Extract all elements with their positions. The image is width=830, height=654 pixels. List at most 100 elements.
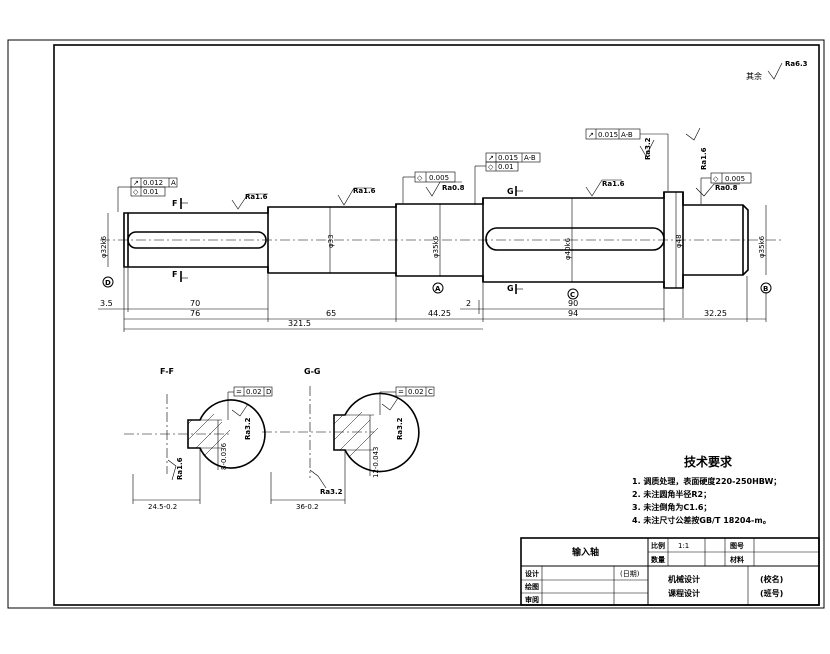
svg-text:设计: 设计: [525, 569, 539, 578]
svg-text:比例: 比例: [651, 541, 665, 550]
svg-text:↗: ↗: [133, 179, 139, 187]
tol-t4-value: 0.015: [498, 154, 518, 162]
svg-text:↗: ↗: [588, 131, 594, 139]
roughness-r11: Ra3.2: [320, 488, 343, 496]
dim-94: 94: [568, 309, 578, 318]
svg-text:课程设计: 课程设计: [668, 588, 700, 598]
section-mark-f-top: F: [172, 199, 177, 208]
svg-text:◇: ◇: [417, 174, 423, 182]
drawing-frame: [53, 44, 820, 606]
svg-text:◇: ◇: [133, 188, 139, 196]
svg-text:绘图: 绘图: [525, 582, 539, 591]
svg-text:D: D: [266, 388, 271, 396]
svg-text:(班号): (班号): [760, 588, 783, 598]
dim-32-25: 32.25: [704, 309, 727, 318]
svg-text:材料: 材料: [729, 555, 744, 564]
roughness-r6: Ra1.6: [700, 147, 708, 170]
svg-text:◇: ◇: [488, 163, 494, 171]
requirement-2: 2. 未注圆角半径R2；: [632, 489, 711, 500]
dia-mid: φ33: [327, 234, 335, 248]
roughness-r2: Ra1.6: [353, 187, 376, 195]
dia-bearing-left: φ35k6: [432, 235, 440, 258]
diameter-labels: φ32k6 φ33 φ35k6 φ40k6 φ48 φ35k6: [100, 192, 767, 288]
dim-total: 321.5: [288, 319, 311, 328]
requirements-title: 技术要求: [684, 454, 733, 469]
dia-end-right: φ35k6: [758, 235, 766, 258]
datum-a: A: [435, 285, 441, 293]
roughness-r3: Ra0.8: [442, 184, 465, 192]
roughness-symbols: Ra1.6 Ra1.6 Ra0.8 Ra1.6 Ra3.2 Ra1.6 Ra0.…: [231, 127, 740, 210]
svg-text:数量: 数量: [651, 555, 665, 564]
tol-t3-value: 0.005: [429, 174, 449, 182]
section-gg-title: G-G: [304, 367, 320, 376]
svg-text:A: A: [171, 179, 176, 187]
svg-text:◇: ◇: [713, 175, 719, 183]
svg-text:C: C: [428, 388, 433, 396]
title-scale-value: 1:1: [678, 542, 689, 550]
tol-t7-value: 0.005: [725, 175, 745, 183]
svg-text:A-B: A-B: [524, 154, 536, 162]
roughness-r8: Ra3.2: [244, 417, 252, 440]
svg-text:图号: 图号: [730, 541, 744, 550]
dim-70: 70: [190, 299, 200, 308]
dim-90: 90: [568, 299, 578, 308]
tol-t9-value: 0.02: [408, 388, 424, 396]
section-ff-width: 24.5-0.2: [148, 503, 177, 511]
dim-44-25: 44.25: [428, 309, 451, 318]
general-finish-prefix: 其余: [746, 71, 762, 81]
svg-text:=: =: [236, 388, 242, 396]
general-finish: 其余 Ra6.3: [746, 60, 808, 81]
svg-text:(校名): (校名): [760, 574, 783, 584]
roughness-r9: Ra1.6: [176, 457, 184, 480]
tolerance-frames: ↗ 0.012 A ◇ 0.01 ◇ 0.005 ↗ 0.015 A-B ◇ 0…: [117, 128, 752, 212]
general-finish-ra: Ra6.3: [785, 60, 808, 68]
dim-76: 76: [190, 309, 200, 318]
roughness-r10: Ra3.2: [396, 417, 404, 440]
keyway-left: [127, 231, 267, 249]
datum-b: B: [763, 285, 768, 293]
section-gg-width: 36-0.2: [296, 503, 319, 511]
dim-65: 65: [326, 309, 336, 318]
section-mark-g-top: G: [507, 187, 514, 196]
shaft-main-view: [100, 191, 782, 289]
dia-shoulder: φ48: [675, 234, 683, 248]
title-part-name: 输入轴: [572, 546, 599, 558]
section-gg-depth: 12-0.043: [372, 447, 380, 478]
tol-t5-value: 0.01: [498, 163, 514, 171]
section-ff-depth: 8-0.036: [220, 442, 228, 470]
dim-2: 2: [466, 299, 471, 308]
svg-text:审阅: 审阅: [525, 595, 539, 604]
svg-text:(日期): (日期): [620, 570, 640, 578]
dim-3-5: 3.5: [100, 299, 113, 308]
section-marks: F F G G: [172, 186, 523, 294]
requirement-1: 1. 调质处理，表面硬度220-250HBW；: [632, 476, 781, 487]
section-mark-g-bottom: G: [507, 284, 514, 293]
dia-gear: φ40k6: [564, 237, 572, 260]
section-gg: G-G 12-0.043 36-0.2 = 0.02 C: [262, 367, 435, 511]
tol-t2-value: 0.01: [143, 188, 159, 196]
keyway-right: [485, 227, 665, 251]
dia-end-left: φ32k6: [100, 235, 108, 258]
tol-t8-value: 0.02: [246, 388, 262, 396]
section-mark-f-bottom: F: [172, 270, 177, 279]
section-ff-title: F-F: [160, 367, 174, 376]
svg-text:机械设计: 机械设计: [668, 574, 700, 584]
svg-text:A-B: A-B: [621, 131, 633, 139]
requirement-3: 3. 未注倒角为C1.6；: [632, 502, 711, 513]
section-ff: F-F 8-0.036 24.5-0.2 = 0.02 D: [124, 367, 273, 511]
roughness-r5: Ra3.2: [644, 137, 652, 160]
title-block: 输入轴 比例 1:1 数量 图号 材料 设计 (日期) 绘图 审阅 机械设计 课…: [520, 537, 820, 606]
svg-text:=: =: [398, 388, 404, 396]
roughness-r7: Ra0.8: [715, 184, 738, 192]
datum-d: D: [105, 279, 111, 287]
sheet-border: [7, 39, 825, 609]
technical-requirements: 技术要求 1. 调质处理，表面硬度220-250HBW； 2. 未注圆角半径R2…: [632, 454, 781, 525]
tol-t1-value: 0.012: [143, 179, 163, 187]
requirement-4: 4. 未注尺寸公差按GB/T 18204-m。: [632, 515, 771, 525]
roughness-r1: Ra1.6: [245, 193, 268, 201]
dimension-lines: 3.5 70 76 65 44.25 2 94 90 32.25 321.5: [98, 268, 767, 332]
datum-c: C: [570, 291, 575, 299]
svg-text:↗: ↗: [488, 154, 494, 162]
roughness-r4: Ra1.6: [602, 180, 625, 188]
